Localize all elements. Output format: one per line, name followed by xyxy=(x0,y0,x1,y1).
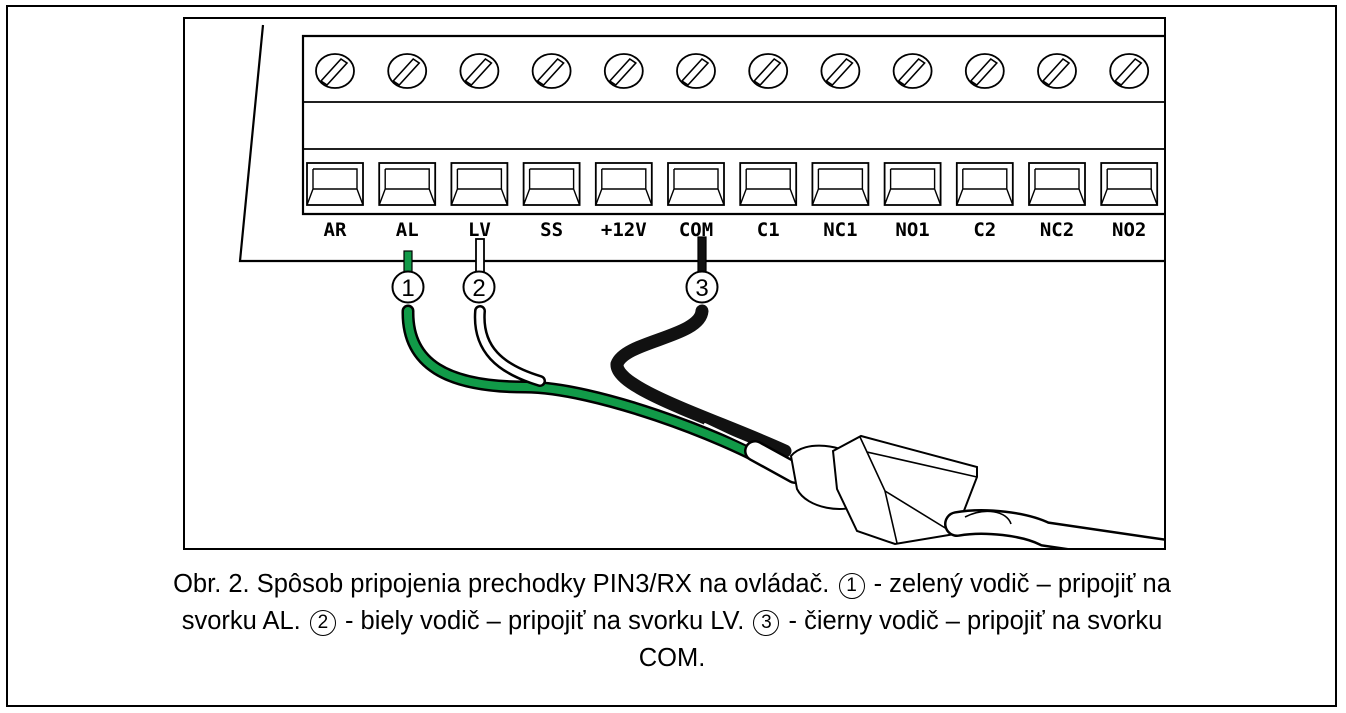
terminal-socket-1 xyxy=(378,162,437,206)
caption-intro: Obr. 2. Spôsob pripojenia prechodky PIN3… xyxy=(173,570,830,598)
terminal-label-no1: NO1 xyxy=(895,219,929,241)
terminal-screw-1 xyxy=(387,53,428,89)
terminal-screw-4 xyxy=(603,53,644,89)
caption-white-wire: - biely vodič – pripojiť na svorku LV. xyxy=(344,607,745,635)
terminal-label-nc2: NC2 xyxy=(1040,219,1074,241)
terminal-socket-11 xyxy=(1100,162,1159,206)
terminal-label-nc1: NC1 xyxy=(823,219,857,241)
terminal-label-c2: C2 xyxy=(973,219,996,241)
marker-3-label: 3 xyxy=(695,275,708,302)
caption-green-wire: - zelený vodič – pripojiť na xyxy=(873,570,1171,598)
terminal-label-lv: LV xyxy=(468,219,491,241)
wire-pins xyxy=(403,236,707,276)
caption-green-terminal: svorku AL. xyxy=(181,607,301,635)
terminal-socket-7 xyxy=(811,162,870,206)
terminal-screw-3 xyxy=(531,53,572,89)
terminal-label-ar: AR xyxy=(324,219,347,241)
green-wire xyxy=(403,307,774,468)
terminal-label-ss: SS xyxy=(540,219,563,241)
terminal-socket-5 xyxy=(667,162,725,206)
terminal-screw-2 xyxy=(459,53,500,89)
black-wire xyxy=(610,304,792,458)
marker-1-label: 1 xyxy=(401,275,414,302)
caption-black-terminal: COM. xyxy=(638,644,706,672)
screw-row xyxy=(315,53,1150,89)
terminal-screw-6 xyxy=(748,53,789,89)
figure-caption: Obr. 2. Spôsob pripojenia prechodky PIN3… xyxy=(14,566,1330,677)
caption-marker-1: 1 xyxy=(838,573,865,599)
terminal-socket-10 xyxy=(1028,162,1086,206)
wiring-figure: AR AL LV SS +12V COM C1 NC1 NO1 C2 NC2 NO2 xyxy=(183,17,1166,550)
terminal-screw-10 xyxy=(1037,53,1077,89)
terminal-screw-0 xyxy=(315,53,355,89)
marker-2: 2 xyxy=(462,270,496,304)
board-outline xyxy=(238,24,1164,263)
marker-2-label: 2 xyxy=(472,275,485,302)
terminal-screw-5 xyxy=(676,53,716,89)
marker-3: 3 xyxy=(685,270,719,304)
terminal-label-com: COM xyxy=(679,219,713,241)
terminal-socket-6 xyxy=(739,162,798,206)
terminal-screw-7 xyxy=(820,53,861,89)
terminal-socket-2 xyxy=(450,162,509,206)
terminal-screw-9 xyxy=(964,53,1005,89)
terminal-labels: AR AL LV SS +12V COM C1 NC1 NO1 C2 NC2 NO2 xyxy=(324,219,1147,241)
terminal-screw-11 xyxy=(1109,53,1150,89)
terminal-label-al: AL xyxy=(396,219,419,241)
caption-marker-2: 2 xyxy=(309,610,336,636)
terminal-label-plus12v: +12V xyxy=(601,219,647,241)
terminal-socket-3 xyxy=(522,162,581,206)
terminal-label-c1: C1 xyxy=(757,219,780,241)
socket-row xyxy=(306,162,1159,206)
caption-marker-3: 3 xyxy=(753,610,780,636)
wiring-diagram: AR AL LV SS +12V COM C1 NC1 NO1 C2 NC2 NO2 xyxy=(238,24,1164,548)
terminal-socket-0 xyxy=(306,162,364,206)
terminal-socket-8 xyxy=(883,162,942,206)
white-wire xyxy=(476,307,544,385)
terminal-label-no2: NO2 xyxy=(1112,219,1146,241)
terminal-screw-8 xyxy=(892,53,933,89)
cable-bundle xyxy=(401,304,1164,548)
marker-1: 1 xyxy=(391,270,425,304)
terminal-block xyxy=(301,34,1164,216)
terminal-socket-9 xyxy=(955,162,1014,206)
terminal-socket-4 xyxy=(594,162,653,206)
caption-black-wire: - čierny vodič – pripojiť na svorku xyxy=(788,607,1163,635)
